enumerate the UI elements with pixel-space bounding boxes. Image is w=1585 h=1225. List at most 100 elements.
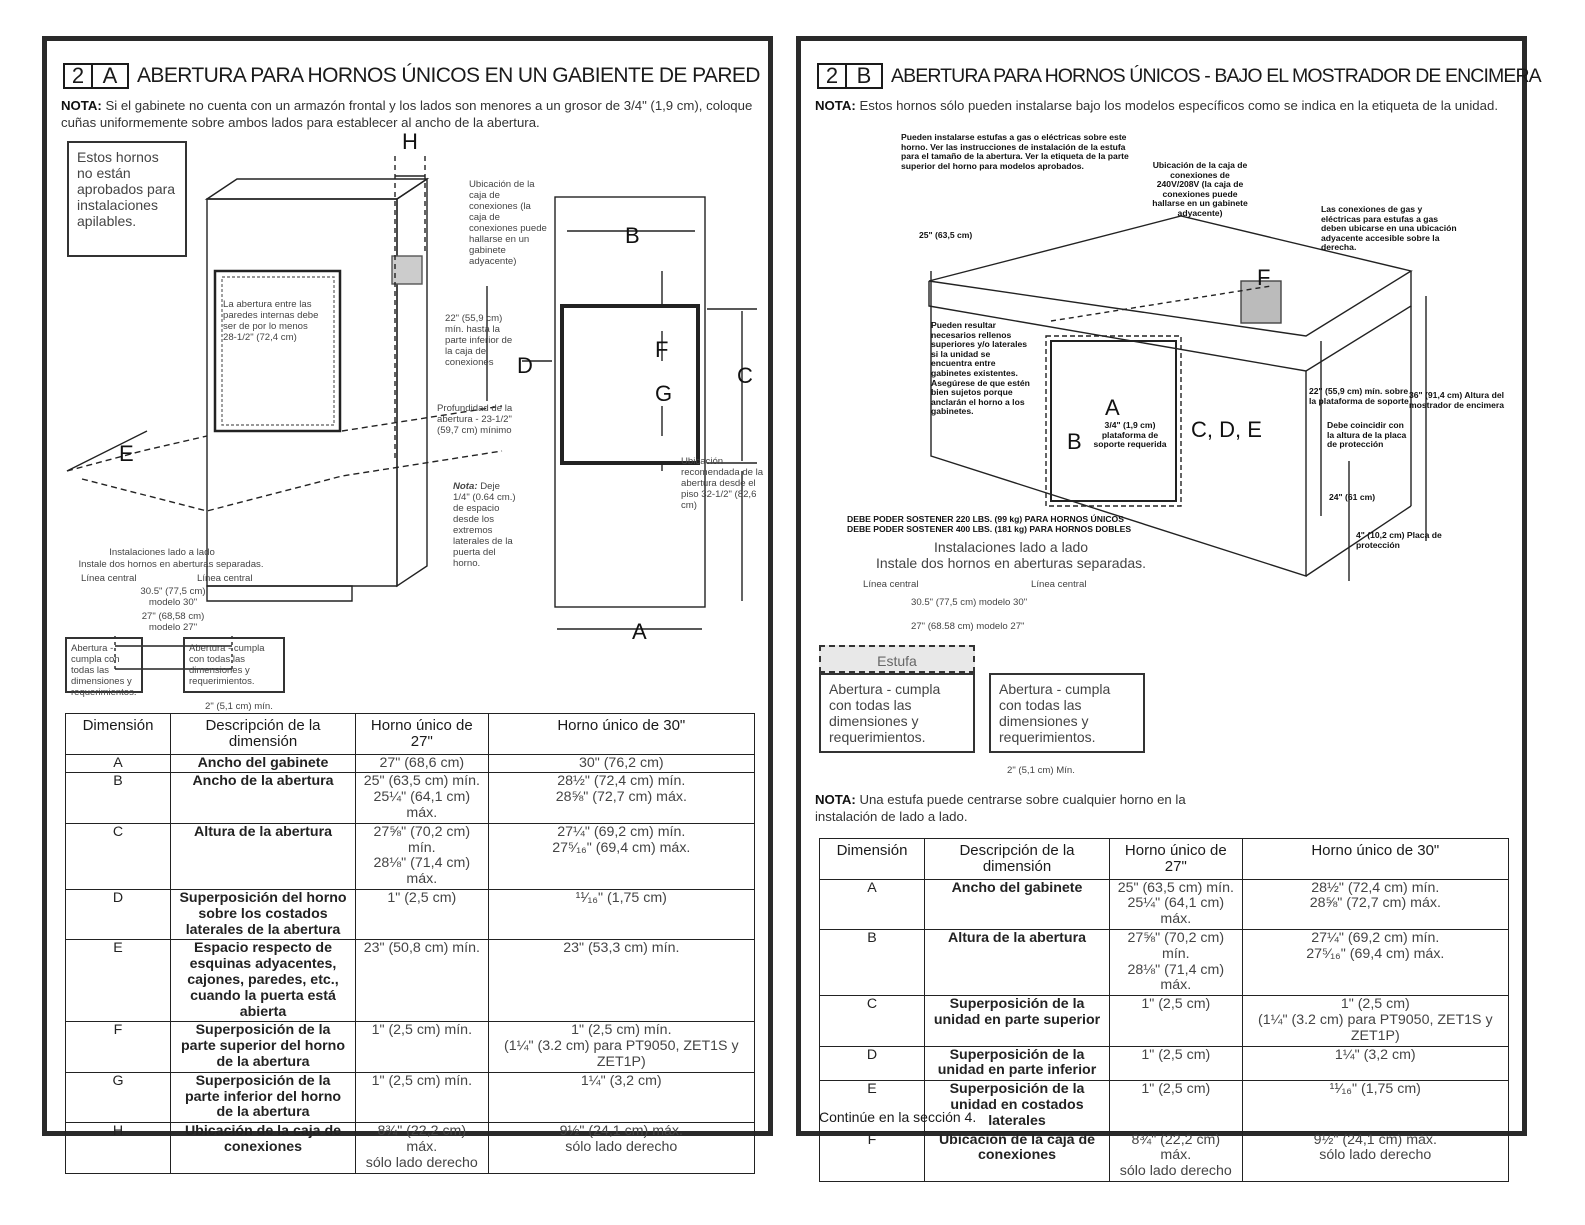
description-cell: Ubicación de la caja de conexiones <box>924 1130 1110 1182</box>
height-22-label: 22" (55,9 cm) mín. sobre la plataforma d… <box>1309 386 1409 406</box>
table-header-row: Dimensión Descripción de la dimensión Ho… <box>65 713 756 755</box>
value-27-cell: 8¾" (22,2 cm) máx. sólo lado derecho <box>1109 1130 1243 1182</box>
value-30-cell: 28½" (72,4 cm) mín. 28⅝" (72,7 cm) máx. <box>1241 878 1510 930</box>
value-27-cell: 1" (2,5 cm) mín. <box>355 1071 489 1124</box>
value-30-cell: 1¼" (3,2 cm) <box>1241 1045 1510 1082</box>
section-letter: B <box>847 63 883 89</box>
side-by-side-title: Instalaciones lado a lado <box>933 539 1089 555</box>
description-cell: Superposición de la parte inferior del h… <box>170 1071 356 1124</box>
value-27-cell: 1" (2,5 cm) <box>1109 1080 1243 1132</box>
description-cell: Altura de la abertura <box>924 928 1110 997</box>
center-line-right: Línea central <box>197 573 253 584</box>
dimension-cell: H <box>65 1122 171 1174</box>
toe-kick-label: 4" (10,2 cm) Placa de protección <box>1356 530 1442 550</box>
col-30: Horno único de 30" <box>487 713 756 755</box>
dim-label-a: A <box>1105 395 1120 420</box>
value-30-cell: 23" (53,3 cm) mín. <box>487 939 756 1023</box>
panel-2b: 2 B ABERTURA PARA HORNOS ÚNICOS - BAJO E… <box>796 36 1542 1182</box>
section-heading: 2 A ABERTURA PARA HORNOS ÚNICOS EN UN GA… <box>63 63 760 89</box>
value-27-cell: 1" (2,5 cm) <box>1109 1045 1243 1082</box>
cooktop-note: Pueden instalarse estufas a gas o eléctr… <box>901 132 1129 171</box>
continue-note: Continúe en la sección 4. <box>819 1109 977 1125</box>
side-by-side-note: NOTA: Una estufa puede centrarse sobre c… <box>815 791 1235 825</box>
side-by-side-title: Instalaciones lado a lado <box>109 547 215 558</box>
col-27: Horno único de 27" <box>1109 838 1243 880</box>
section-heading: 2 B ABERTURA PARA HORNOS ÚNICOS - BAJO E… <box>817 63 1542 89</box>
dim-label-f: F <box>1257 265 1270 290</box>
min-gap-label: 2" (5,1 cm) mín. <box>205 701 273 712</box>
dimension-cell: F <box>819 1130 925 1182</box>
dimension-cell: E <box>65 939 171 1023</box>
value-27-cell: 27⅝" (70,2 cm) mín. 28⅛" (71,4 cm) máx. <box>1109 928 1243 997</box>
min-gap-label: 2" (5,1 cm) Mín. <box>1007 765 1075 776</box>
dimension-cell: D <box>819 1045 925 1082</box>
value-27-cell: 25" (63,5 cm) mín. 25¼" (64,1 cm) máx. <box>1109 878 1243 930</box>
value-27-cell: 1" (2,5 cm) <box>355 888 489 941</box>
col-dimension: Dimensión <box>65 713 171 755</box>
note-text: Una estufa puede centrarse sobre cualqui… <box>815 792 1186 824</box>
section-note: NOTA: Si el gabinete no cuenta con un ar… <box>61 97 761 131</box>
description-cell: Ancho de la abertura <box>170 772 356 824</box>
description-cell: Ancho del gabinete <box>924 878 1110 930</box>
value-30-cell: ¹¹⁄₁₆" (1,75 cm) <box>1241 1080 1510 1132</box>
dimension-cell: C <box>819 995 925 1047</box>
opening-box-left: Abertura - cumpla con todas las dimensio… <box>819 673 975 753</box>
dimension-cell: C <box>65 822 171 890</box>
dim-label-b: B <box>1067 429 1082 454</box>
value-30-cell: 1" (2,5 cm) (1¼" (3.2 cm) para PT9050, Z… <box>1241 995 1510 1047</box>
junction-box-label: Ubicación de la caja de conexiones (la c… <box>469 179 547 267</box>
opening-box-right: Abertura - cumpla con todas las dimensio… <box>183 637 285 693</box>
gas-connection-note: Las conexiones de gas y eléctricas para … <box>1321 204 1457 253</box>
description-cell: Ancho del gabinete <box>170 753 356 774</box>
note-label: NOTA: <box>815 792 856 807</box>
center-line-right: Línea central <box>1031 579 1087 590</box>
spacing-30: 30.5" (77,5 cm) modelo 30" <box>140 586 206 608</box>
dimension-cell: B <box>819 928 925 997</box>
description-cell: Superposición de la unidad en parte supe… <box>924 995 1110 1047</box>
depth-24-label: 24" (61 cm) <box>1329 492 1376 502</box>
dim-label-d: D <box>517 353 533 378</box>
dimensions-table-2a: Dimensión Descripción de la dimensión Ho… <box>65 713 756 1174</box>
description-cell: Superposición del horno sobre los costad… <box>170 888 356 941</box>
depth-label: Profundidad de la abertura - 23-1/2" (59… <box>437 403 513 436</box>
section-letter: A <box>93 63 129 89</box>
dim-label-h: H <box>402 131 418 154</box>
junction-box-note: Ubicación de la caja de conexiones de 24… <box>1152 160 1248 218</box>
width-25-label: 25" (63,5 cm) <box>919 230 973 240</box>
value-30-cell: 9½" (24,1 cm) máx. sólo lado derecho <box>487 1122 756 1174</box>
dim-label-f: F <box>655 337 668 362</box>
col-description: Descripción de la dimensión <box>924 838 1110 880</box>
value-27-cell: 1" (2,5 cm) <box>1109 995 1243 1047</box>
description-cell: Superposición de la unidad en parte infe… <box>924 1045 1110 1082</box>
table-header-row: Dimensión Descripción de la dimensión Ho… <box>819 838 1510 880</box>
door-clearance-note: Nota: Deje 1/4" (0.64 cm.) de espacio de… <box>453 481 519 569</box>
dim-label-a: A <box>632 619 647 644</box>
dim-label-g: G <box>655 381 672 406</box>
section-title: ABERTURA PARA HORNOS ÚNICOS - BAJO EL MO… <box>891 64 1542 87</box>
value-27-cell: 1" (2,5 cm) mín. <box>355 1021 489 1073</box>
description-cell: Altura de la abertura <box>170 822 356 890</box>
match-toe-label: Debe coincidir con la altura de la placa… <box>1327 420 1407 450</box>
dim-label-c: C <box>737 363 753 388</box>
stack-warning: Estos hornos no están aprobados para ins… <box>67 141 187 257</box>
dimension-cell: G <box>65 1071 171 1124</box>
description-cell: Ubicación de la caja de conexiones <box>170 1122 356 1174</box>
note-text: Si el gabinete no cuenta con un armazón … <box>61 98 753 130</box>
dim-label-b: B <box>625 223 640 248</box>
value-30-cell: 1" (2,5 cm) mín. (1¼" (3.2 cm) para PT90… <box>487 1021 756 1073</box>
col-dimension: Dimensión <box>819 838 925 880</box>
dim-label-e: E <box>119 441 134 466</box>
section-note: NOTA: Estos hornos sólo pueden instalars… <box>815 97 1515 114</box>
spacing-30: 30.5" (77,5 cm) modelo 30" <box>911 597 1028 608</box>
nota-text: Deje 1/4" (0.64 cm.) de espacio desde lo… <box>453 481 516 569</box>
dimension-cell: A <box>65 753 171 774</box>
height-36-label: 36" (91,4 cm) Altura del mostrador de en… <box>1409 390 1505 410</box>
panel-2a: 2 A ABERTURA PARA HORNOS ÚNICOS EN UN GA… <box>42 36 773 1174</box>
